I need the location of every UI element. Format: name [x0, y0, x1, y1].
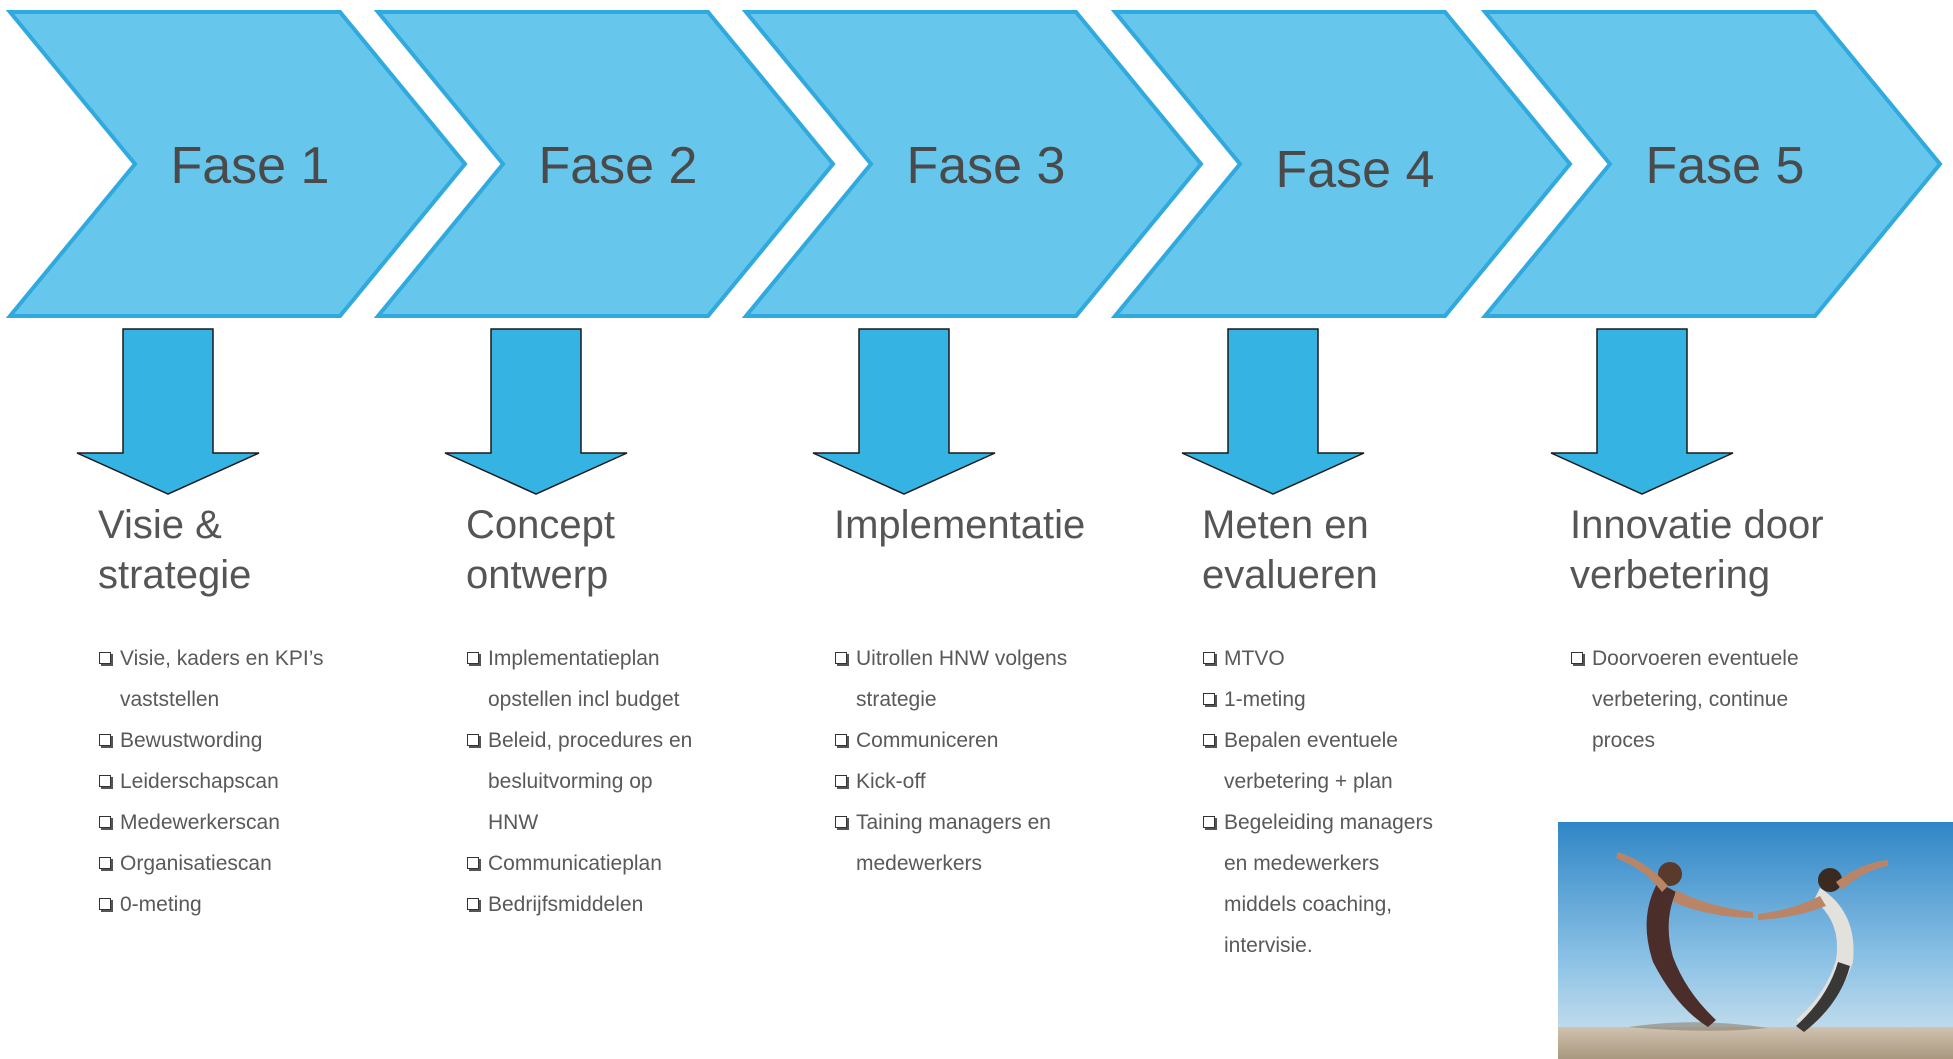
phase-label-5: Fase 5: [1646, 137, 1805, 195]
down-arrow-2: [444, 328, 628, 495]
list-item: MTVO: [1202, 638, 1522, 679]
phase-label-4: Fase 4: [1276, 141, 1435, 199]
list-item-text: Organisatiescan: [120, 852, 272, 875]
down-arrow-1: [76, 328, 260, 495]
list-item: Visie, kaders en KPI’s vaststellen: [98, 638, 418, 720]
phase-chevron-5: [1480, 10, 1943, 318]
list-item-text: 1-meting: [1224, 688, 1306, 711]
down-arrow-5: [1550, 328, 1734, 495]
jumping-couple-photo: [1558, 822, 1953, 1059]
list-item: Taining managers en medewerkers: [834, 802, 1154, 884]
list-item: Bedrijfsmiddelen: [466, 884, 786, 925]
list-item: Implementatieplan opstellen incl budget: [466, 638, 786, 720]
down-arrow-4: [1181, 328, 1365, 495]
phase-title-4: Meten en evalueren: [1202, 503, 1378, 597]
list-item-text: Medewerkerscan: [120, 811, 280, 834]
list-item-text: 0-meting: [120, 893, 202, 916]
list-item: 1-meting: [1202, 679, 1522, 720]
list-item: Bepalen eventuele verbetering + plan: [1202, 720, 1522, 802]
phase-title-1: Visie & strategie: [98, 503, 252, 597]
list-item: 0-meting: [98, 884, 418, 925]
list-item: Bewustwording: [98, 720, 418, 761]
list-item-text: MTVO: [1224, 647, 1285, 670]
list-item: Organisatiescan: [98, 843, 418, 884]
list-item-text: Taining managers en medewerkers: [856, 811, 1051, 875]
list-item: Doorvoeren eventuele verbetering, contin…: [1570, 638, 1890, 761]
list-item-text: Beleid, procedures en besluitvorming op …: [488, 729, 693, 834]
phase-label-1: Fase 1: [171, 137, 330, 195]
list-item: Communiceren: [834, 720, 1154, 761]
list-item-text: Communicatieplan: [488, 852, 662, 875]
list-item: Medewerkerscan: [98, 802, 418, 843]
list-item: Leiderschapscan: [98, 761, 418, 802]
list-item: Beleid, procedures en besluitvorming op …: [466, 720, 786, 843]
list-item-text: Begeleiding managers en medewerkers midd…: [1224, 811, 1433, 957]
list-item-text: Implementatieplan opstellen incl budget: [488, 647, 680, 711]
list-item: Uitrollen HNW volgens strategie: [834, 638, 1154, 720]
phase-title-2: Concept ontwerp: [466, 503, 615, 597]
list-item-text: Bewustwording: [120, 729, 263, 752]
phase-chevron-4: [1110, 10, 1573, 318]
jumping-couple-heart-photo: [1558, 822, 1953, 1059]
phase-title-5: Innovatie door verbetering: [1570, 503, 1824, 597]
down-arrow-3: [812, 328, 996, 495]
phase-label-2: Fase 2: [539, 137, 698, 195]
list-item: Kick-off: [834, 761, 1154, 802]
phase-chevron-2: [373, 10, 836, 318]
list-item-text: Visie, kaders en KPI’s vaststellen: [120, 647, 324, 711]
phase-chevron-1: [5, 10, 468, 318]
list-item-text: Communiceren: [856, 729, 999, 752]
phase-item-list: Doorvoeren eventuele verbetering, contin…: [1570, 638, 1890, 761]
list-item-text: Leiderschapscan: [120, 770, 279, 793]
list-item-text: Uitrollen HNW volgens strategie: [856, 647, 1068, 711]
list-item: Communicatieplan: [466, 843, 786, 884]
list-item-text: Bedrijfsmiddelen: [488, 893, 644, 916]
list-item-text: Doorvoeren eventuele verbetering, contin…: [1592, 647, 1799, 752]
list-item: Begeleiding managers en medewerkers midd…: [1202, 802, 1522, 966]
list-item-text: Kick-off: [856, 770, 926, 793]
phase-label-3: Fase 3: [907, 137, 1066, 195]
phase-chevron-3: [741, 10, 1204, 318]
list-item-text: Bepalen eventuele verbetering + plan: [1224, 729, 1398, 793]
phase-title-3: Implementatie: [834, 503, 1086, 547]
